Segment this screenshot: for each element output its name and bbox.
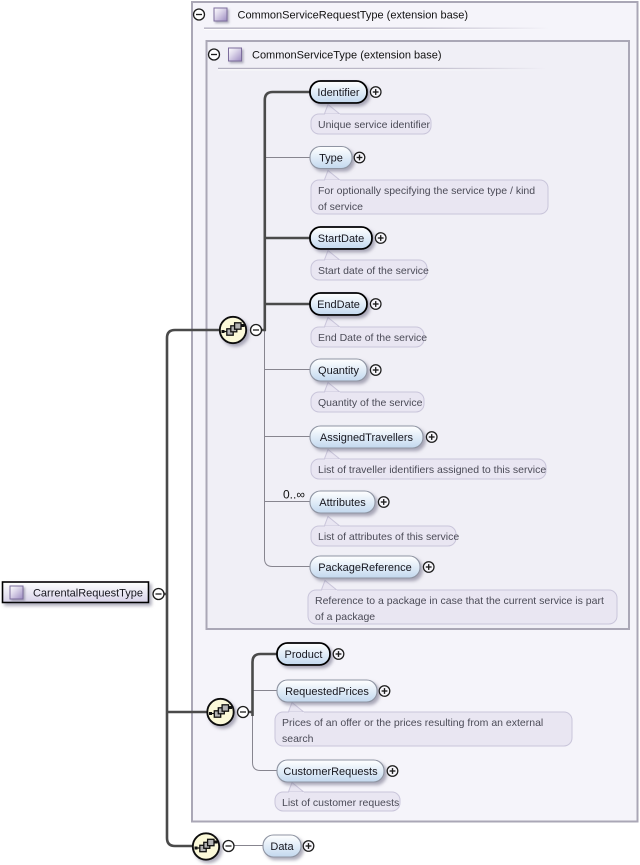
svg-text:Prices of an offer or the pric: Prices of an offer or the prices resulti…: [282, 717, 543, 729]
svg-text:CommonServiceRequestType (exte: CommonServiceRequestType (extension base…: [238, 10, 469, 22]
svg-text:CarrentalRequestType: CarrentalRequestType: [33, 588, 143, 600]
svg-text:Quantity: Quantity: [318, 365, 359, 377]
svg-text:End Date of the service: End Date of the service: [318, 332, 427, 344]
svg-text:Type: Type: [319, 153, 343, 165]
svg-text:AssignedTravellers: AssignedTravellers: [320, 432, 414, 444]
svg-text:Reference to a package in case: Reference to a package in case that the …: [315, 595, 604, 607]
svg-text:StartDate: StartDate: [318, 233, 364, 245]
svg-text:Attributes: Attributes: [319, 497, 366, 509]
svg-text:search: search: [282, 733, 314, 745]
svg-text:Unique service identifier: Unique service identifier: [318, 119, 431, 131]
svg-text:0..∞: 0..∞: [283, 488, 305, 502]
svg-text:CustomerRequests: CustomerRequests: [283, 766, 378, 778]
svg-text:PackageReference: PackageReference: [318, 562, 412, 574]
svg-text:Identifier: Identifier: [317, 87, 360, 99]
svg-text:For optionally specifying the: For optionally specifying the service ty…: [318, 185, 535, 197]
svg-text:of a package: of a package: [315, 611, 375, 623]
svg-text:CommonServiceType (extension b: CommonServiceType (extension base): [252, 50, 442, 62]
svg-text:RequestedPrices: RequestedPrices: [285, 686, 369, 698]
svg-text:EndDate: EndDate: [317, 299, 360, 311]
svg-text:Quantity of the service: Quantity of the service: [318, 397, 423, 409]
svg-text:List of attributes of this ser: List of attributes of this service: [318, 531, 459, 543]
svg-text:List of customer requests: List of customer requests: [282, 797, 399, 809]
svg-text:of service: of service: [318, 201, 363, 213]
svg-text:Product: Product: [285, 649, 323, 661]
svg-text:Data: Data: [270, 841, 294, 853]
svg-text:Start date of the service: Start date of the service: [318, 265, 429, 277]
svg-text:List of traveller identifiers: List of traveller identifiers assigned t…: [318, 464, 546, 476]
